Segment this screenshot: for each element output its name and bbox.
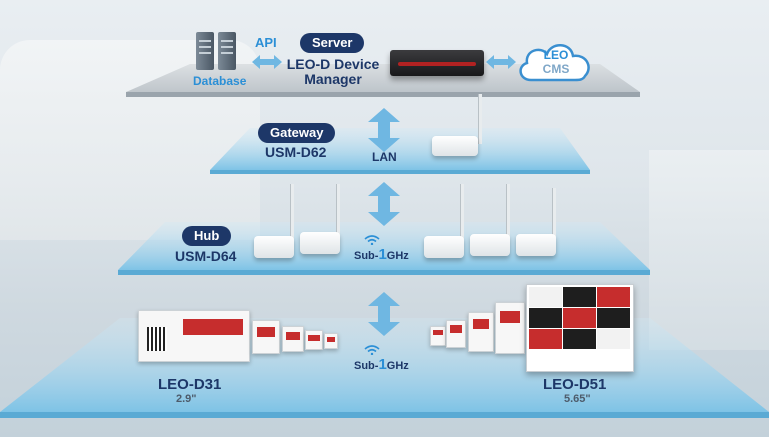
manager-line2: Manager: [304, 71, 362, 87]
tag-icon: [446, 320, 466, 348]
api-double-arrow-icon: [252, 55, 282, 69]
background-bed: [649, 150, 769, 350]
tag-icon: [305, 330, 323, 350]
link-prefix: Sub-: [354, 360, 379, 372]
tag-icon: [282, 326, 304, 352]
gateway-badge: Gateway: [258, 123, 336, 143]
hub-antenna: [552, 188, 556, 240]
left-model: LEO-D31: [158, 376, 222, 393]
hub-model: USM-D64: [175, 248, 237, 264]
database-server-icon: [196, 32, 214, 70]
tag-icon: [252, 320, 280, 354]
right-model: LEO-D51: [543, 376, 607, 393]
cloud-icon: [519, 44, 590, 82]
leo-d31-tag-icon: [138, 310, 250, 362]
manager-line1: LEO-D Device: [286, 56, 380, 72]
hub-antenna: [460, 184, 464, 244]
gateway-device-icon: [432, 136, 478, 156]
cms-line2: CMS: [542, 62, 570, 76]
wifi-icon: [364, 235, 380, 245]
tag-icon: [495, 302, 525, 354]
database-server-icon: [218, 32, 236, 70]
link-digit: 1: [378, 246, 387, 263]
gateway-model: USM-D62: [265, 144, 327, 160]
leo-d51-tag-icon: [526, 284, 634, 372]
tag-link-label: Sub-1GHz: [354, 356, 409, 373]
hub-link-label: Sub-1GHz: [354, 246, 409, 263]
hub-antenna: [336, 184, 340, 240]
hub-device-icon: [424, 236, 464, 258]
vertical-double-arrow-icon: [368, 292, 400, 336]
hub-badge: Hub: [182, 226, 232, 246]
link-prefix: Sub-: [354, 250, 379, 262]
server-platform: [126, 64, 640, 92]
hub-device-icon: [516, 234, 556, 256]
hub-antenna: [506, 184, 510, 242]
cms-line1: LEO: [543, 48, 569, 62]
vertical-double-arrow-icon: [368, 108, 400, 152]
link-suffix: GHz: [386, 360, 409, 372]
left-size: 2.9": [176, 393, 197, 405]
lan-label: LAN: [372, 150, 397, 164]
hub-device-icon: [470, 234, 510, 256]
server-hardware-icon: [390, 50, 484, 76]
tag-icon: [430, 326, 446, 346]
server-badge: Server: [300, 33, 365, 53]
database-label: Database: [193, 74, 247, 88]
wifi-icon: [364, 345, 380, 355]
tag-icon: [468, 312, 494, 352]
gateway-antenna: [478, 94, 482, 144]
hub-antenna: [290, 184, 294, 244]
link-suffix: GHz: [386, 250, 409, 262]
cms-double-arrow-icon: [486, 55, 516, 69]
vertical-double-arrow-icon: [368, 182, 400, 226]
hub-device-icon: [300, 232, 340, 254]
link-digit: 1: [378, 356, 387, 373]
hub-device-icon: [254, 236, 294, 258]
tag-icon: [324, 333, 338, 349]
api-label: API: [255, 35, 277, 50]
right-size: 5.65": [564, 393, 591, 405]
